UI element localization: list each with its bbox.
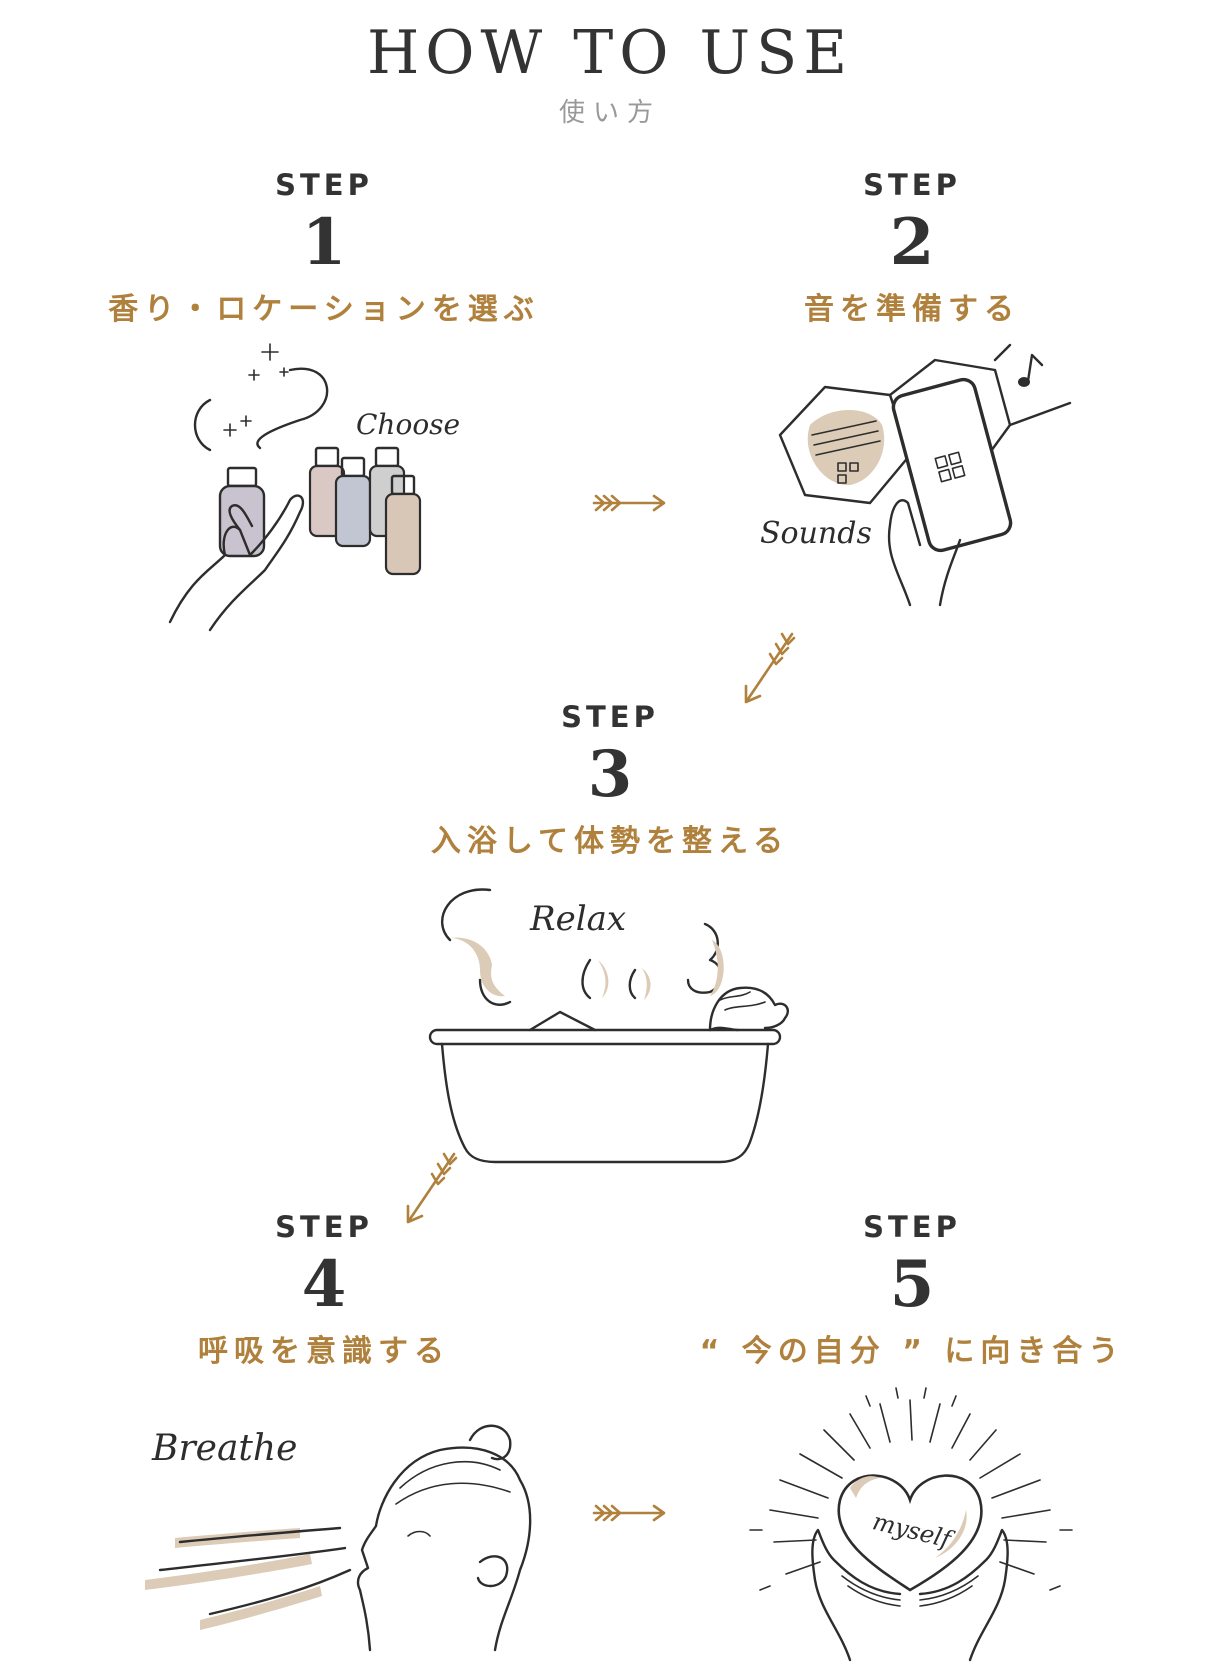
step-4-illustration: Breathe <box>145 1424 532 1652</box>
step-1-illustration: Choose <box>168 343 460 632</box>
sunburst-rays <box>749 1387 1073 1591</box>
step-2-number: 2 <box>889 205 935 280</box>
step-4-number: 4 <box>301 1247 347 1322</box>
step-3-label: STEP <box>561 700 659 734</box>
step-5-title: “ 今の自分 ” に向き合う <box>699 1334 1125 1369</box>
arrow-down-left-icon <box>744 632 796 704</box>
step-5-illustration: myself <box>749 1387 1073 1662</box>
relax-word: Relax <box>529 899 626 939</box>
bottles-group <box>308 446 422 576</box>
choose-word: Choose <box>356 408 460 441</box>
bottle-in-hand <box>168 466 305 632</box>
phone-qr-code-icon <box>934 451 966 483</box>
bathtub <box>428 1028 782 1164</box>
step-1-number: 1 <box>301 205 347 280</box>
sparkle-icon <box>223 343 289 437</box>
step-2-label: STEP <box>863 168 961 202</box>
step-4-label: STEP <box>275 1210 373 1244</box>
step-1-label: STEP <box>275 168 373 202</box>
qr-code-icon <box>837 462 859 484</box>
step-3-illustration: Relax <box>428 888 789 1164</box>
step-5-label: STEP <box>863 1210 961 1244</box>
step-3-title: 入浴して体勢を整える <box>430 824 790 859</box>
step-5-number: 5 <box>889 1247 935 1322</box>
step-2-illustration: Sounds <box>760 343 1072 607</box>
page-subtitle: 使い方 <box>558 98 661 128</box>
arrow-right-icon <box>592 494 666 512</box>
step-1-title: 香り・ロケーションを選ぶ <box>108 292 540 327</box>
hands <box>811 1528 1009 1662</box>
breathe-word: Breathe <box>151 1428 297 1469</box>
music-note-icon <box>1018 353 1044 387</box>
heart <box>837 1474 983 1592</box>
person-head <box>708 986 789 1032</box>
arrow-right-icon <box>592 1504 666 1522</box>
sounds-word: Sounds <box>760 516 872 551</box>
step-2-title: 音を準備する <box>804 292 1020 327</box>
face-profile <box>356 1424 532 1652</box>
page-title: HOW TO USE <box>366 18 853 88</box>
step-4-title: 呼吸を意識する <box>198 1334 450 1369</box>
arrow-down-left-icon <box>406 1152 458 1224</box>
step-3-number: 3 <box>587 737 633 812</box>
